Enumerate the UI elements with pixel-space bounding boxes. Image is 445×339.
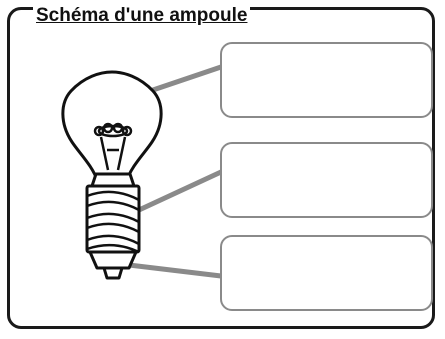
label-box-screw-base[interactable] (220, 142, 433, 218)
contact-point (102, 266, 124, 280)
leader-line-tip (126, 262, 224, 279)
contact-tip (88, 250, 138, 270)
filament-icon (93, 122, 133, 171)
bulb-neck (90, 172, 136, 188)
label-box-glass-bulb[interactable] (220, 42, 433, 118)
diagram-title: Schéma d'une ampoule (33, 4, 251, 28)
screw-base (85, 184, 141, 254)
leader-line-screw (136, 169, 224, 213)
label-box-contact-tip[interactable] (220, 235, 433, 311)
leader-line-glass (147, 64, 224, 94)
